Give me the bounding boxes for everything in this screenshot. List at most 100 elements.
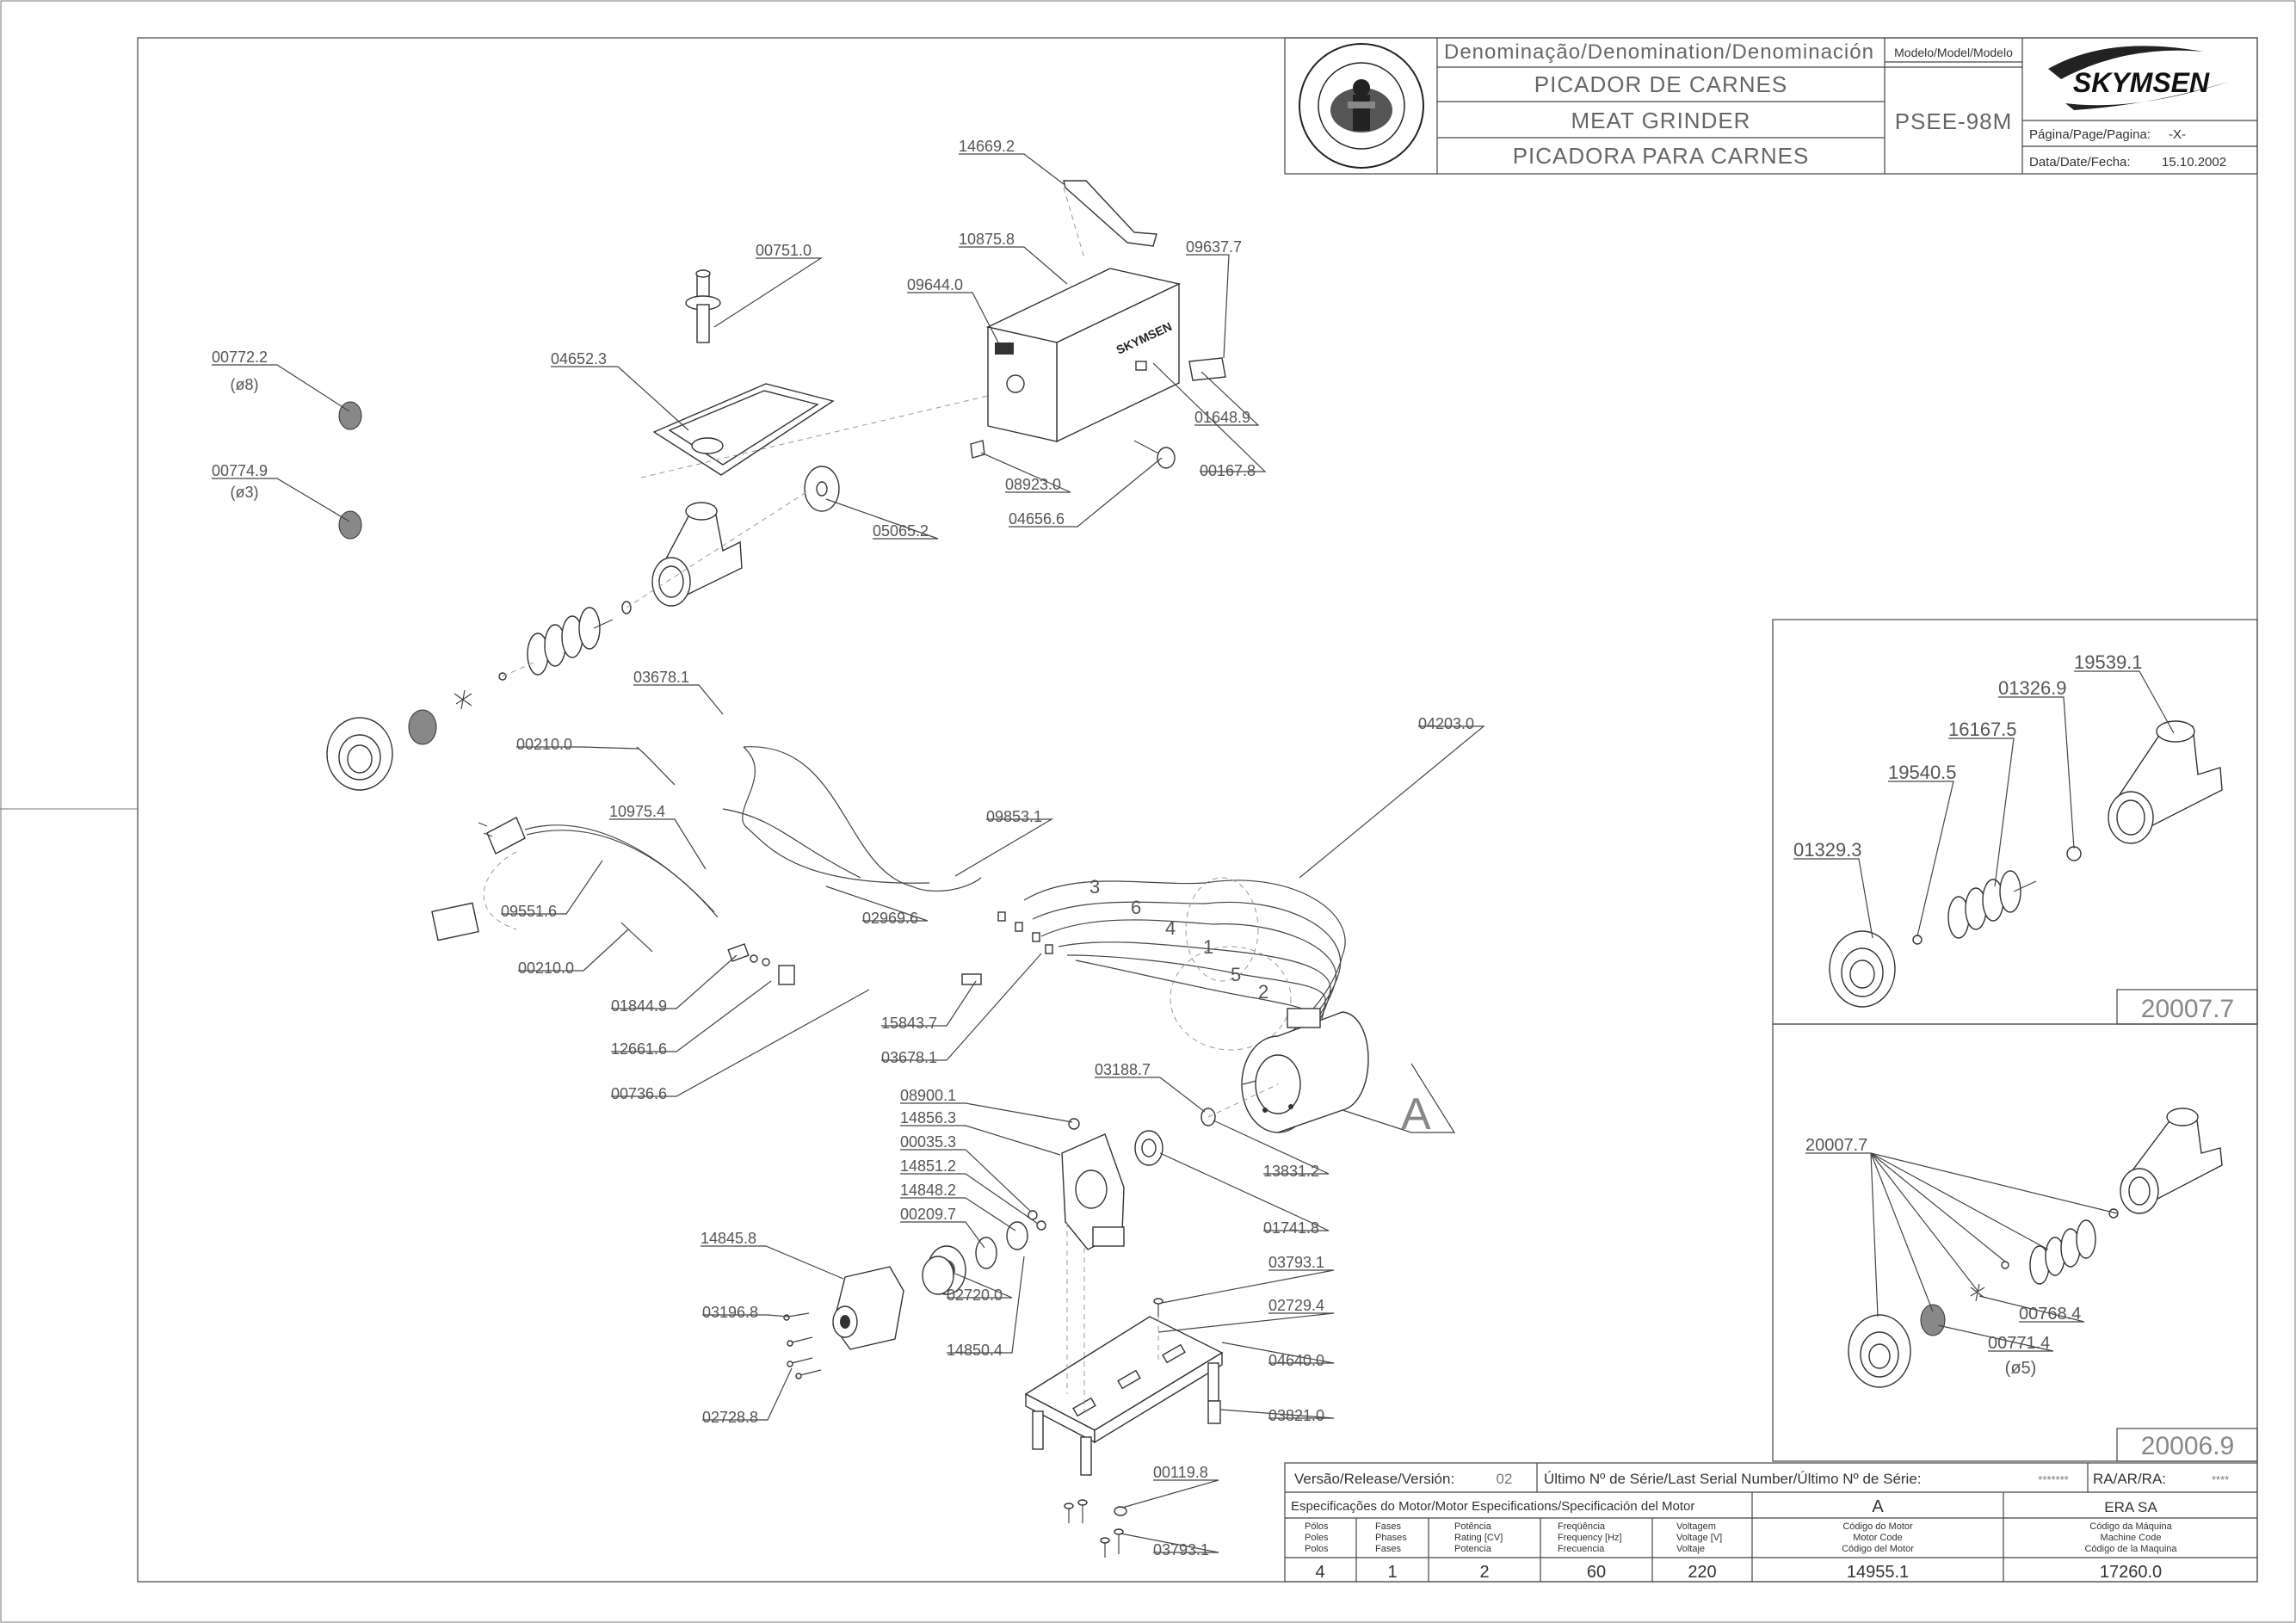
inset-1-screw (1947, 870, 2037, 939)
part-label: 20007.7 (1805, 1136, 1867, 1155)
inset-1-code: 20007.7 (2141, 995, 2234, 1023)
product-name-en: MEAT GRINDER (1571, 108, 1751, 133)
svg-text:Machine Code: Machine Code (2101, 1533, 2162, 1543)
part-label: 01326.9 (1998, 677, 2067, 699)
food-pusher-part (685, 269, 721, 343)
part-label: 08923.0 (1005, 476, 1061, 493)
part-label: 10875.8 (959, 231, 1015, 248)
part-label: 00119.8 (1153, 1464, 1208, 1481)
denomination-label: Denominação/Denomination/Denominación (1444, 40, 1874, 64)
model-value: PSEE-98M (1895, 108, 2013, 134)
inset-2-head-part (2120, 1108, 2223, 1214)
label-plate-part (1188, 357, 1226, 381)
part-label: 09551.6 (501, 903, 557, 920)
part-label: 03793.1 (1268, 1254, 1324, 1271)
grinder-head-part (651, 502, 743, 607)
version-value: 02 (1497, 1471, 1513, 1487)
svg-text:Pólos: Pólos (1305, 1521, 1329, 1532)
inset-2-screw (2029, 1219, 2096, 1285)
part-label: 10975.4 (609, 803, 665, 820)
part-label: 14856.3 (900, 1109, 956, 1126)
motor-letter: A (1872, 1497, 1884, 1516)
part-label: 03188.7 (1095, 1061, 1151, 1078)
svg-text:Freqüência: Freqüência (1558, 1521, 1606, 1532)
brand-wordmark: SKYMSEN (2073, 67, 2210, 98)
ra-label: RA/AR/RA: (2093, 1471, 2166, 1487)
part-label: 00035.3 (900, 1133, 956, 1151)
part-label: 03793.1 (1153, 1541, 1209, 1558)
version-label: Versão/Release/Versión: (1294, 1471, 1454, 1487)
svg-text:Polos: Polos (1305, 1544, 1329, 1554)
power-cord-part (478, 817, 719, 930)
svg-text:Código de la Maquina: Código de la Maquina (2084, 1544, 2177, 1554)
inset-panel-2: 20006.9 20007.7 00768.4 (1772, 1023, 2258, 1462)
part-label: 00751.0 (756, 242, 812, 259)
rubber-foot-part (1207, 1400, 1221, 1424)
motor-spec-block: Versão/Release/Versión: 02 Último Nº de … (1284, 1462, 2258, 1583)
part-sublabel: (ø5) (2005, 1359, 2037, 1378)
inset-2-plate (1920, 1304, 1946, 1336)
inset-panel-1: 20007.7 19539.1 01326.9 16167.5 19 (1772, 619, 2258, 1025)
base-screws-part (1064, 1298, 1163, 1558)
part-label: 14669.2 (959, 138, 1015, 155)
clip-part (970, 440, 985, 459)
part-label: 19539.1 (2074, 651, 2143, 673)
part-labels: 14669.2 00751.0 10875.8 09637.7 09644.0 … (212, 138, 1474, 1558)
inset-1-washer (2066, 846, 2082, 861)
part-label: 09644.0 (907, 276, 963, 293)
part-label: 14848.2 (900, 1182, 956, 1199)
part-label: 03196.8 (702, 1304, 758, 1321)
part-label: 16167.5 (1948, 719, 2017, 740)
svg-text:Rating [CV]: Rating [CV] (1454, 1533, 1503, 1543)
inset-1-head-part (2108, 720, 2223, 844)
svg-text:Voltagem: Voltagem (1676, 1521, 1716, 1532)
part-label: 02728.8 (702, 1409, 758, 1426)
part-label: 00167.8 (1200, 462, 1256, 479)
inset-1-ring-nut (1829, 930, 1896, 1008)
part-label: 09637.7 (1186, 238, 1242, 256)
feed-tray-part (652, 383, 835, 476)
part-label: 01329.3 (1793, 839, 1862, 861)
svg-text:Voltaje: Voltaje (1676, 1544, 1705, 1554)
svg-text:Fases: Fases (1375, 1521, 1401, 1532)
part-label: 14850.4 (947, 1342, 1003, 1359)
top-bracket-part (1063, 180, 1157, 247)
bolt-part (1133, 440, 1176, 469)
inset-2-code: 20006.9 (2141, 1432, 2234, 1460)
label-sticker-part (431, 902, 479, 941)
terminal-connectors-part (961, 911, 1053, 985)
ring-nut-part (326, 717, 393, 791)
part-sublabel: (ø3) (231, 484, 259, 501)
wire-number-4: 4 (1165, 917, 1176, 939)
part-label: 03678.1 (633, 669, 689, 686)
manufacturer: ERA SA (2104, 1499, 2157, 1515)
part-label: 04656.6 (1009, 510, 1065, 528)
date-label: Data/Date/Fecha: (2029, 155, 2131, 170)
spec-col-voltage: Voltagem Voltage [V] Voltaje 220 (1676, 1521, 1722, 1582)
part-label: 12661.6 (611, 1040, 667, 1058)
product-name-pt: PICADOR DE CARNES (1534, 71, 1787, 97)
plate-8mm-part (338, 401, 362, 430)
spec-col-machine-code: Código da Máquina Machine Code Código de… (2084, 1521, 2177, 1582)
spec-col-rating: Potência Rating [CV] Potencia 2 (1454, 1521, 1503, 1582)
inset-1-tip (1912, 935, 1923, 945)
svg-text:Motor Code: Motor Code (1853, 1533, 1902, 1543)
spec-value: 4 (1315, 1563, 1324, 1582)
part-label: 00771.4 (1988, 1334, 2050, 1353)
part-label: 01648.9 (1194, 409, 1250, 426)
cover-screws-part (783, 1312, 822, 1379)
leader-lines (212, 153, 1485, 1553)
switch-part (727, 943, 795, 985)
serial-value: ******* (2038, 1473, 2068, 1486)
part-label: 02729.4 (1268, 1297, 1324, 1314)
part-label: 09853.1 (986, 808, 1042, 825)
svg-text:Código da Máquina: Código da Máquina (2089, 1521, 2172, 1532)
svg-text:Frecuencia: Frecuencia (1558, 1544, 1605, 1554)
motor-callout: A (1342, 1063, 1456, 1139)
serial-label: Último Nº de Série/Last Serial Number/Úl… (1544, 1471, 1922, 1487)
part-shapes: SKYMSEN (326, 180, 1456, 1558)
motor-wires-part (1023, 877, 1346, 1051)
part-label: 19540.5 (1888, 762, 1957, 783)
motor-callout-letter: A (1401, 1089, 1431, 1139)
